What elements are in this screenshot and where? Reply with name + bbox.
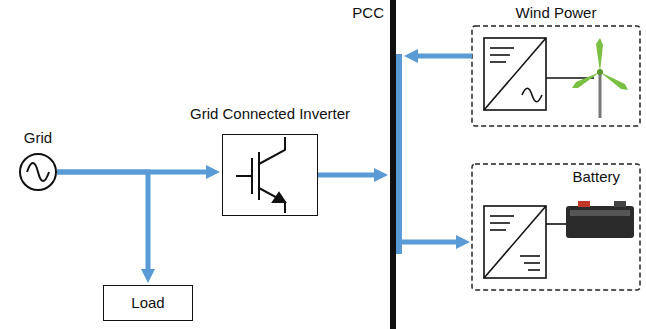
node-label: Battery: [572, 168, 620, 186]
battery-group: Battery: [470, 164, 642, 292]
node-label: Wind Power: [516, 4, 597, 22]
sine-symbol: [27, 163, 49, 181]
bus-strip: [396, 54, 402, 254]
node-label: PCC: [352, 4, 384, 22]
dashed-outline: [472, 164, 640, 290]
pcc-bus: PCC: [390, 0, 396, 329]
wind-power-group: Wind Power: [470, 4, 642, 128]
battery-icon: [566, 201, 634, 238]
node-label: Load: [131, 294, 164, 312]
node-label: Grid: [24, 129, 52, 147]
power-flow-arrow: [402, 240, 458, 245]
power-flow-arrow: [57, 172, 148, 271]
grid-source: Grid: [19, 153, 57, 191]
inverter-box: Grid Connected Inverter: [222, 134, 318, 216]
dashed-outline: [472, 26, 640, 126]
node-label: Grid Connected Inverter: [190, 105, 350, 123]
load-box: Load: [103, 285, 193, 321]
dc-ac-converter: [484, 38, 594, 110]
power-flow-arrow: [318, 173, 376, 178]
dc-dc-converter: [484, 206, 566, 278]
power-flow-arrow: [416, 54, 472, 59]
igbt-symbol: [236, 137, 285, 213]
wind-turbine: [572, 38, 628, 118]
